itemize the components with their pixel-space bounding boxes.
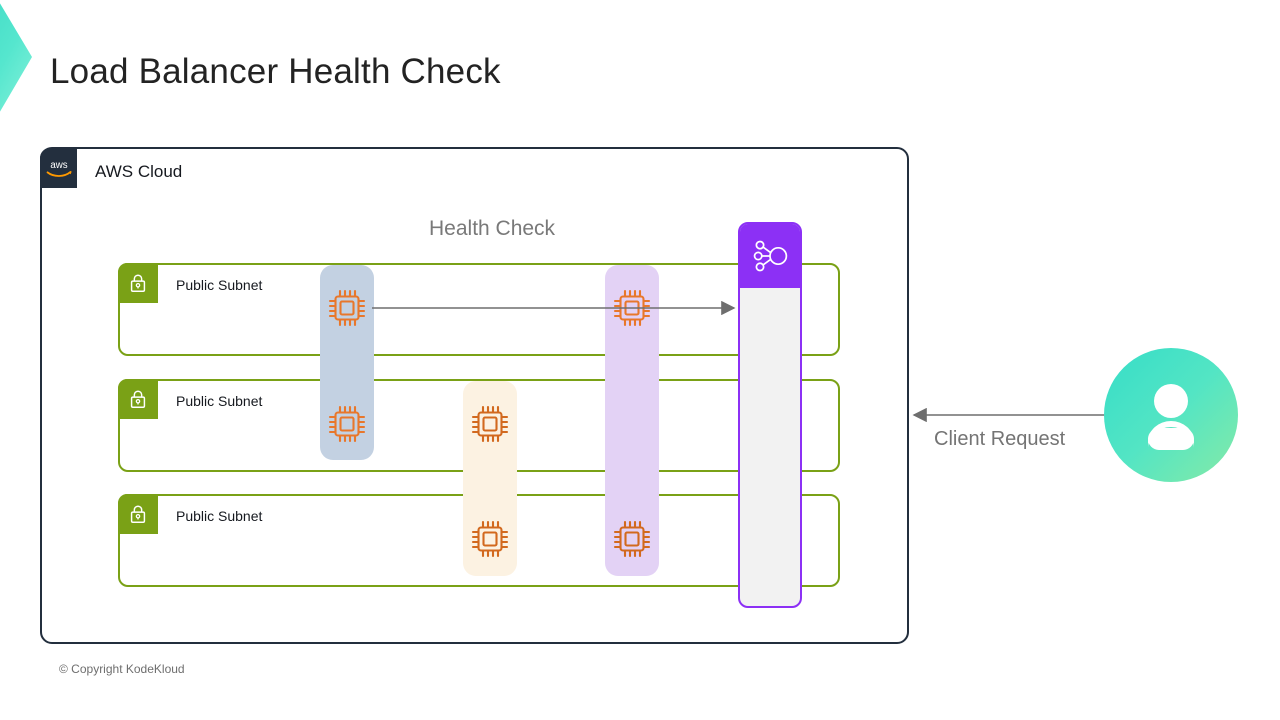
lock-icon	[118, 379, 158, 419]
subnet-label: Public Subnet	[176, 508, 263, 524]
ec2-instance-icon[interactable]	[469, 518, 511, 560]
ec2-instance-icon[interactable]	[469, 403, 511, 445]
user-avatar-icon	[1104, 348, 1238, 482]
subnet-label: Public Subnet	[176, 277, 263, 293]
ec2-instance-icon[interactable]	[611, 518, 653, 560]
svg-text:aws: aws	[50, 160, 67, 171]
page-title: Load Balancer Health Check	[50, 52, 501, 91]
ec2-instance-icon[interactable]	[611, 287, 653, 329]
copyright-text: © Copyright KodeKloud	[59, 662, 185, 676]
elastic-load-balancer-icon	[740, 224, 800, 288]
subnet-row-1: Public Subnet	[118, 263, 840, 356]
health-check-label: Health Check	[429, 217, 556, 240]
lock-icon	[118, 263, 158, 303]
aws-logo-icon: aws	[40, 148, 77, 188]
subnet-label: Public Subnet	[176, 393, 263, 409]
ec2-instance-icon[interactable]	[326, 287, 368, 329]
instance-group-purple	[605, 265, 659, 576]
ec2-instance-icon[interactable]	[326, 403, 368, 445]
load-balancer-box[interactable]	[738, 222, 802, 608]
aws-cloud-label: AWS Cloud	[95, 162, 183, 181]
lock-icon	[118, 494, 158, 534]
client-request-label: Client Request	[934, 428, 1066, 450]
chevron-right-icon	[0, 0, 34, 115]
